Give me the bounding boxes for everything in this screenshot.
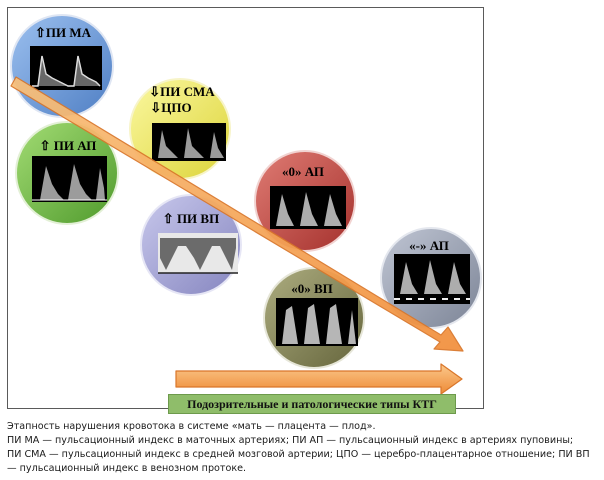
horizontal-progress-arrow — [175, 363, 463, 395]
label-zero-vp: «0» ВП — [291, 281, 333, 296]
label-cpo: ⇩ЦПО — [150, 100, 192, 115]
label-pi-ma: ⇧ПИ МА — [34, 25, 92, 40]
figure-caption: Этапность нарушения кровотока в системе … — [7, 420, 601, 476]
label-reverse-ap: «-» АП — [409, 238, 449, 253]
diagram-figure: ⇧ПИ МА ⇧ ПИ АП ⇩ПИ СМА ⇩ЦПО ⇧ ПИ ВП «0» … — [7, 7, 484, 414]
caption-line: — пульсационный индекс в венозном проток… — [7, 463, 247, 474]
doppler-panel-ma — [30, 46, 102, 90]
label-pi-vp: ⇧ ПИ ВП — [162, 211, 220, 226]
doppler-panel-sma — [152, 123, 226, 161]
caption-line: Этапность нарушения кровотока в системе … — [7, 421, 376, 432]
diagram-canvas — [10, 14, 482, 395]
doppler-panel-ap — [32, 156, 107, 202]
label-pi-ap: ⇧ ПИ АП — [39, 138, 97, 153]
ktg-banner: Подозрительные и патологические типы КТГ — [168, 394, 456, 414]
label-zero-ap: «0» АП — [282, 164, 324, 179]
doppler-panel-zero-vp — [276, 298, 358, 346]
caption-line: ПИ МА — пульсационный индекс в маточных … — [7, 435, 574, 446]
diagonal-progress-arrow — [10, 76, 464, 352]
doppler-panel-vp — [158, 233, 238, 274]
caption-line: ПИ СМА — пульсационный индекс в средней … — [7, 449, 590, 460]
label-pi-sma: ⇩ПИ СМА — [149, 84, 215, 99]
doppler-panel-zero-ap — [270, 186, 346, 229]
doppler-panel-reverse-ap — [394, 254, 470, 304]
